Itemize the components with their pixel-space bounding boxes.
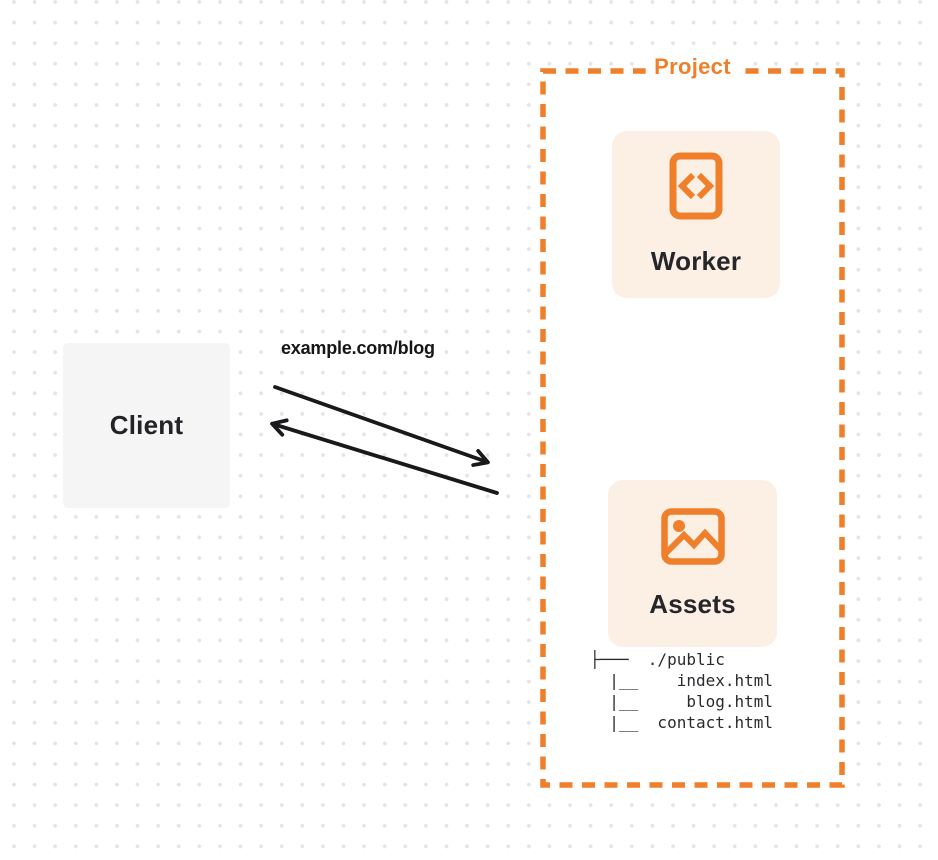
response-arrow bbox=[270, 418, 499, 495]
assets-label: Assets bbox=[649, 588, 736, 619]
project-dashed-border bbox=[540, 68, 845, 788]
assets-node: Assets bbox=[608, 480, 777, 647]
request-url-label: example.com/blog bbox=[281, 338, 435, 358]
client-node: Client bbox=[63, 343, 230, 508]
worker-node: Worker bbox=[612, 131, 780, 298]
project-label: Project bbox=[645, 54, 740, 80]
code-file-icon bbox=[669, 152, 723, 220]
project-container: Project Worker Assets ├─── ./public |__ … bbox=[540, 54, 845, 788]
request-response-arrows bbox=[270, 385, 499, 495]
request-arrow bbox=[273, 385, 490, 467]
worker-label: Worker bbox=[650, 246, 742, 276]
image-icon bbox=[660, 507, 725, 565]
client-label: Client bbox=[109, 410, 184, 440]
assets-file-tree: ├─── ./public |__ index.html |__ blog.ht… bbox=[590, 650, 774, 732]
